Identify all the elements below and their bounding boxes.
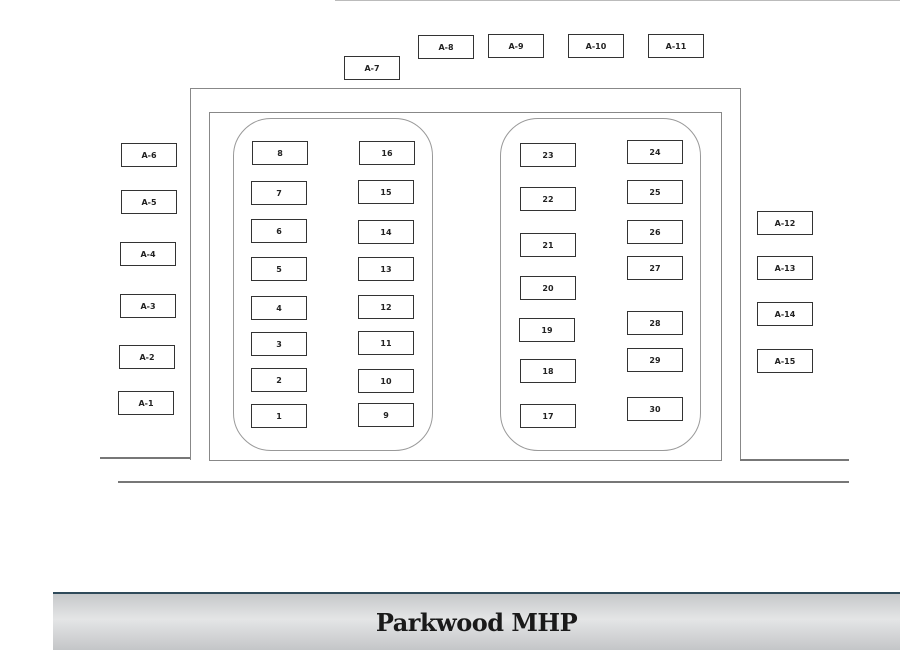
lot: 2 bbox=[251, 368, 307, 392]
annex-lot: A-8 bbox=[418, 35, 474, 59]
lot: 14 bbox=[358, 220, 414, 244]
lot: 9 bbox=[358, 403, 414, 427]
street-line bbox=[118, 481, 849, 483]
left-island bbox=[233, 118, 433, 451]
annex-lot: A-7 bbox=[344, 56, 400, 80]
annex-lot: A-13 bbox=[757, 256, 813, 280]
inner-road bbox=[209, 112, 722, 461]
lot: 5 bbox=[251, 257, 307, 281]
lot: 7 bbox=[251, 181, 307, 205]
lot: 26 bbox=[627, 220, 683, 244]
park-title: Parkwood MHP bbox=[375, 607, 578, 637]
lot: 13 bbox=[358, 257, 414, 281]
lot: 8 bbox=[252, 141, 308, 165]
lot: 23 bbox=[520, 143, 576, 167]
road-edge-right bbox=[740, 459, 849, 461]
lot: 28 bbox=[627, 311, 683, 335]
annex-lot: A-12 bbox=[757, 211, 813, 235]
lot: 29 bbox=[627, 348, 683, 372]
annex-lot: A-9 bbox=[488, 34, 544, 58]
annex-lot: A-14 bbox=[757, 302, 813, 326]
annex-lot: A-4 bbox=[120, 242, 176, 266]
lot: 16 bbox=[359, 141, 415, 165]
lot: 11 bbox=[358, 331, 414, 355]
lot: 19 bbox=[519, 318, 575, 342]
annex-lot: A-6 bbox=[121, 143, 177, 167]
road-edge-left bbox=[100, 457, 190, 459]
lot: 22 bbox=[520, 187, 576, 211]
lot: 30 bbox=[627, 397, 683, 421]
lot: 10 bbox=[358, 369, 414, 393]
lot: 17 bbox=[520, 404, 576, 428]
annex-lot: A-3 bbox=[120, 294, 176, 318]
lot: 24 bbox=[627, 140, 683, 164]
annex-lot: A-5 bbox=[121, 190, 177, 214]
lot: 25 bbox=[627, 180, 683, 204]
lot: 15 bbox=[358, 180, 414, 204]
lot: 21 bbox=[520, 233, 576, 257]
annex-lot: A-10 bbox=[568, 34, 624, 58]
outer-road bbox=[190, 88, 741, 460]
right-island bbox=[500, 118, 701, 451]
lot: 18 bbox=[520, 359, 576, 383]
lot: 3 bbox=[251, 332, 307, 356]
annex-lot: A-15 bbox=[757, 349, 813, 373]
lot: 27 bbox=[627, 256, 683, 280]
lot: 4 bbox=[251, 296, 307, 320]
lot: 12 bbox=[358, 295, 414, 319]
annex-lot: A-11 bbox=[648, 34, 704, 58]
lot: 20 bbox=[520, 276, 576, 300]
lot: 6 bbox=[251, 219, 307, 243]
annex-lot: A-1 bbox=[118, 391, 174, 415]
top-edge-line bbox=[335, 0, 900, 1]
title-banner: Parkwood MHP bbox=[53, 592, 900, 650]
lot: 1 bbox=[251, 404, 307, 428]
annex-lot: A-2 bbox=[119, 345, 175, 369]
